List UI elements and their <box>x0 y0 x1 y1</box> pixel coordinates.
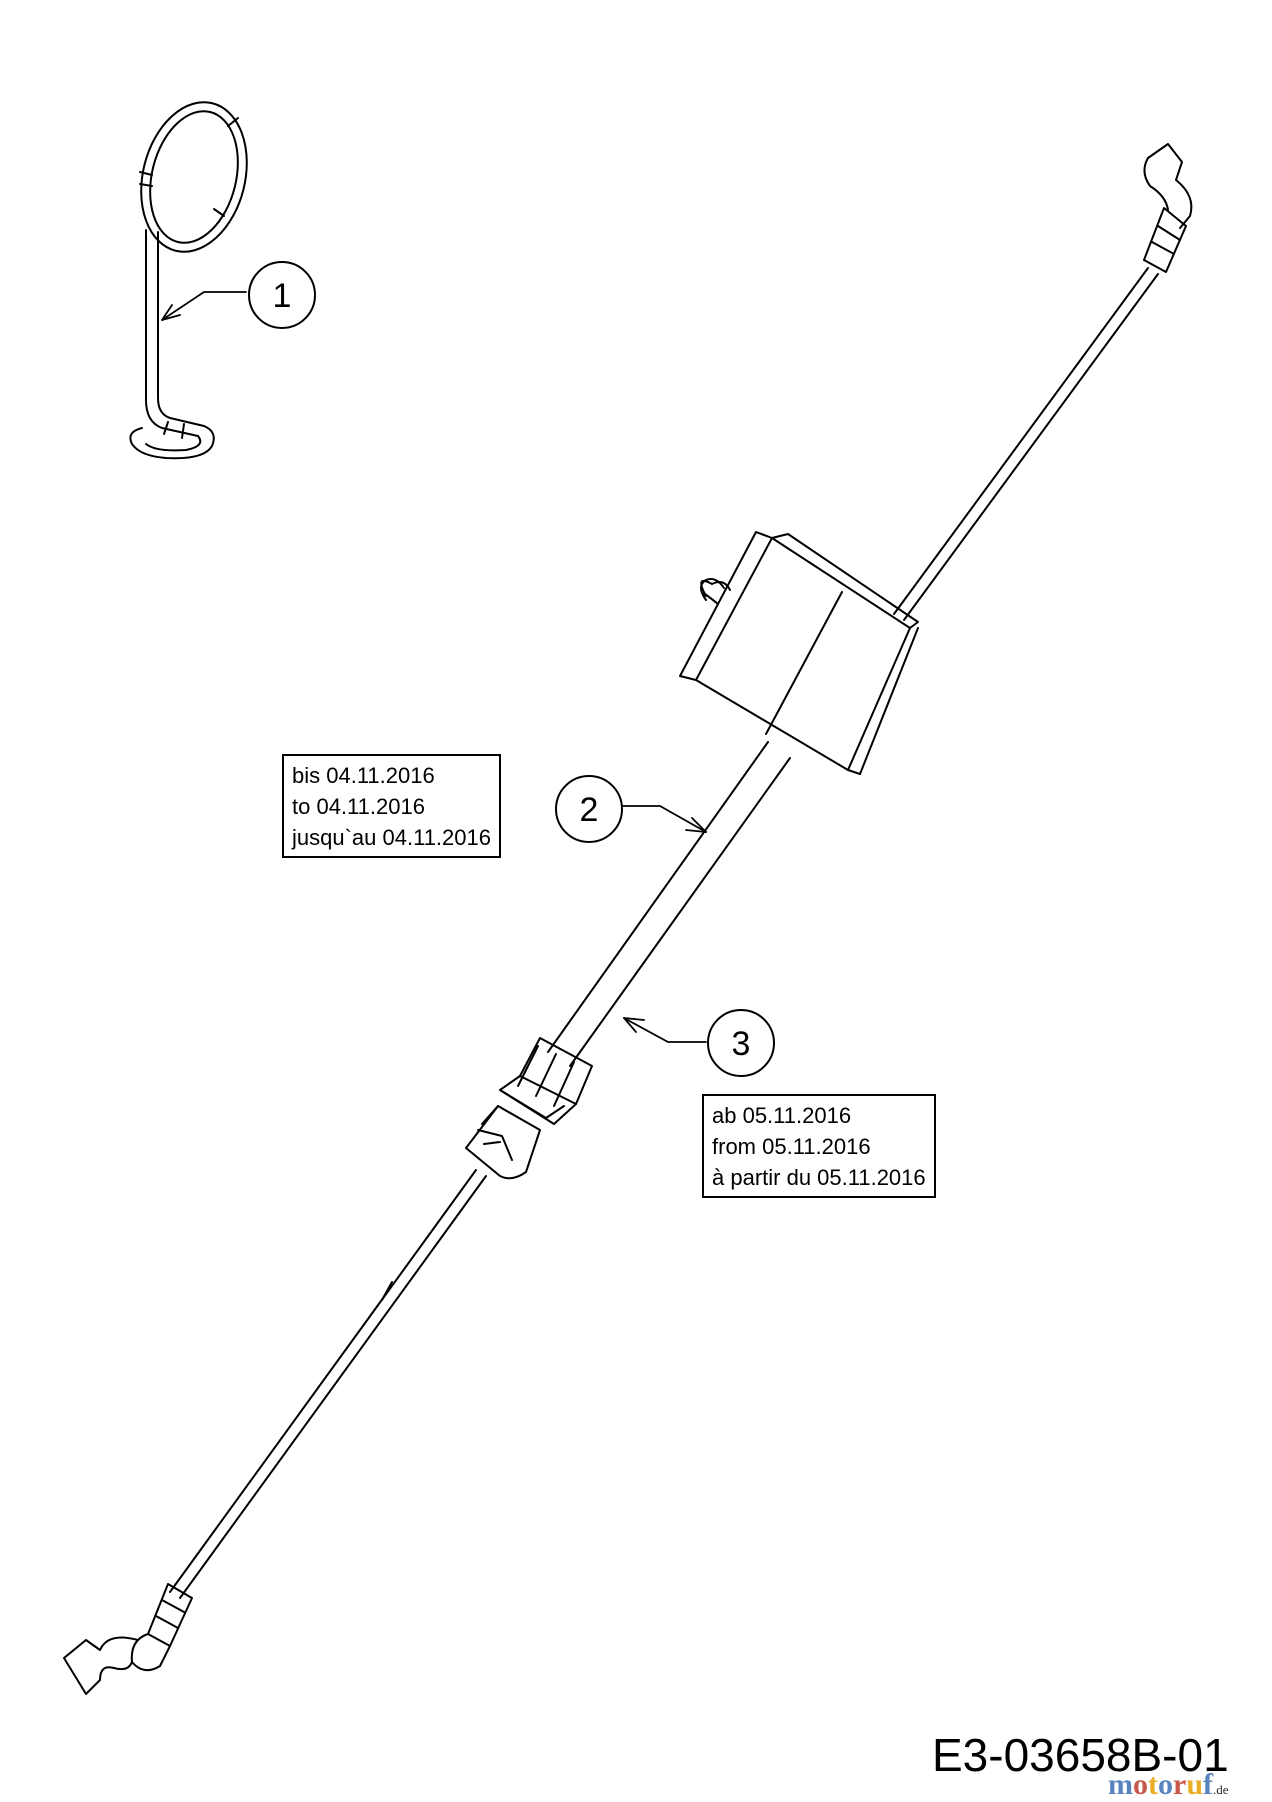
drawing-code: E3-03658B-01 <box>932 1729 1229 1781</box>
watermark-letter: t <box>1148 1768 1158 1801</box>
note-line: ab 05.11.2016 <box>712 1103 852 1128</box>
part-2-validity-note: bis 04.11.2016 to 04.11.2016 jusqu`au 04… <box>282 754 501 858</box>
watermark-letter: o <box>1133 1768 1148 1801</box>
callout-2: 2 <box>555 775 623 843</box>
hairpin-pin-part <box>129 101 248 460</box>
part-3-validity-note: ab 05.11.2016 from 05.11.2016 à partir d… <box>702 1094 936 1198</box>
watermark-logo: motoruf.de <box>1108 1768 1229 1802</box>
cable-assembly-part <box>63 143 1193 1695</box>
watermark-suffix: .de <box>1213 1782 1229 1797</box>
callout-2-number: 2 <box>580 791 599 829</box>
note-line: jusqu`au 04.11.2016 <box>292 825 491 850</box>
note-line: à partir du 05.11.2016 <box>712 1165 926 1190</box>
leader-lines <box>161 291 707 1043</box>
watermark-letter: f <box>1203 1768 1214 1801</box>
callout-3: 3 <box>707 1009 775 1077</box>
watermark-letter: m <box>1108 1768 1133 1801</box>
watermark-text: motoruf <box>1108 1768 1213 1801</box>
note-line: bis 04.11.2016 <box>292 763 435 788</box>
note-line: from 05.11.2016 <box>712 1134 871 1159</box>
callout-3-number: 3 <box>732 1025 751 1063</box>
callout-1-number: 1 <box>273 277 292 315</box>
watermark-letter: r <box>1173 1768 1187 1801</box>
watermark-letter: o <box>1158 1768 1173 1801</box>
watermark-letter: u <box>1186 1768 1204 1801</box>
callout-1: 1 <box>248 261 316 329</box>
note-line: to 04.11.2016 <box>292 794 425 819</box>
